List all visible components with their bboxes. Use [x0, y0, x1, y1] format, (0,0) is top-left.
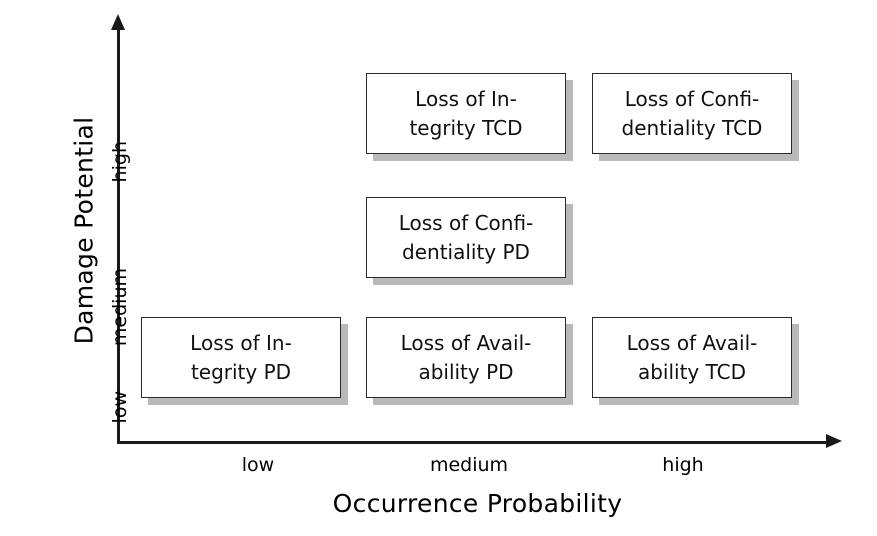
risk-cell-line1: Loss of In-	[190, 331, 292, 356]
y-axis-title: Damage Potential	[69, 116, 99, 345]
risk-cell-integrity-pd[interactable]: Loss of In- tegrity PD	[141, 317, 341, 398]
x-axis-tick-medium: medium	[429, 454, 509, 476]
y-axis-tick-low: low	[109, 365, 131, 485]
x-axis-title: Occurrence Probability	[332, 489, 623, 518]
x-axis-line	[117, 441, 829, 444]
y-axis-tick-medium-label: medium	[109, 268, 131, 347]
risk-cell-line1: Loss of Avail-	[400, 331, 532, 356]
x-axis-arrow-icon	[826, 434, 842, 448]
y-axis-tick-high-label: high	[109, 141, 131, 183]
risk-cell-line1: Loss of In-	[415, 87, 517, 112]
risk-cell-line1: Loss of Avail-	[626, 331, 758, 356]
y-axis-tick-medium: medium	[109, 242, 131, 362]
risk-cell-confidentiality-tcd[interactable]: Loss of Confi- dentiality TCD	[592, 73, 792, 154]
risk-cell-line1: Loss of Confi-	[624, 87, 760, 112]
risk-cell-availability-tcd[interactable]: Loss of Avail- ability TCD	[592, 317, 792, 398]
risk-cell-line2: tegrity TCD	[409, 115, 523, 140]
risk-cell-line2: dentiality TCD	[621, 115, 763, 140]
y-axis-tick-high: high	[109, 115, 131, 235]
risk-cell-line2: ability PD	[418, 359, 514, 384]
risk-cell-line2: ability TCD	[637, 359, 747, 384]
x-axis-tick-high: high	[662, 454, 704, 476]
risk-cell-line1: Loss of Confi-	[398, 211, 534, 236]
y-axis-line	[117, 26, 120, 444]
risk-cell-confidentiality-pd[interactable]: Loss of Confi- dentiality PD	[366, 197, 566, 278]
y-axis-arrow-icon	[111, 14, 125, 30]
risk-cell-line2: dentiality PD	[402, 239, 530, 264]
risk-cell-line2: tegrity PD	[190, 359, 292, 384]
risk-cell-availability-pd[interactable]: Loss of Avail- ability PD	[366, 317, 566, 398]
y-axis-tick-low-label: low	[109, 391, 131, 424]
x-axis-tick-low: low	[241, 454, 275, 476]
risk-cell-integrity-tcd[interactable]: Loss of In- tegrity TCD	[366, 73, 566, 154]
